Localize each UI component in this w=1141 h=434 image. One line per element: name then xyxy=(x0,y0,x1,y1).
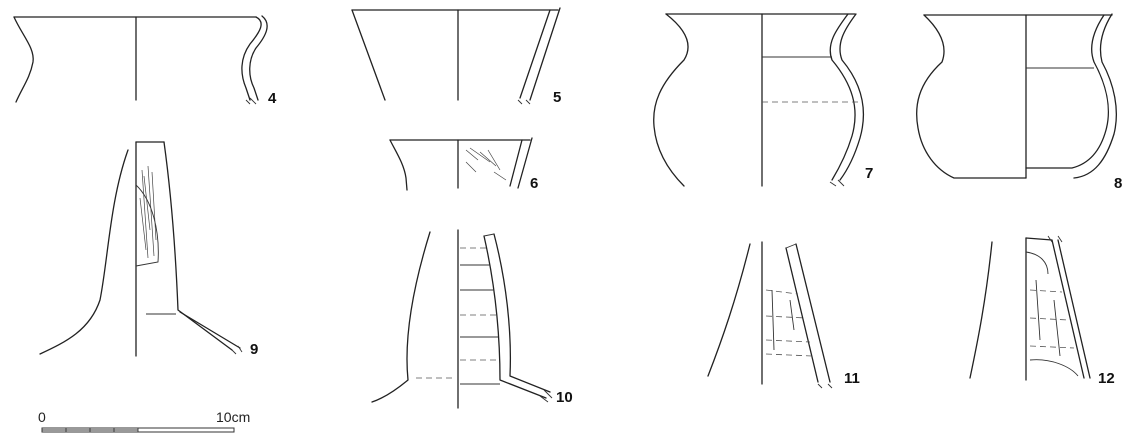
vessel-9-drawing xyxy=(39,141,243,357)
scale-bar-start-label: 0 xyxy=(38,409,46,425)
figure-label-4: 4 xyxy=(268,90,277,107)
figure-label-11: 11 xyxy=(844,370,860,387)
vessel-7-drawing xyxy=(653,13,865,187)
vessel-6-drawing xyxy=(389,137,533,191)
figure-label-7: 7 xyxy=(865,165,873,182)
scale-bar-end-label: 10cm xyxy=(216,409,250,425)
figure-label-6: 6 xyxy=(530,175,538,192)
figure-label-8: 8 xyxy=(1114,175,1122,192)
vessel-12-drawing xyxy=(969,235,1091,381)
vessel-4-drawing xyxy=(13,15,268,105)
vessel-8-drawing xyxy=(916,13,1117,179)
vessel-5-drawing xyxy=(351,7,561,105)
scale-bar xyxy=(41,427,235,433)
vessel-11-drawing xyxy=(707,241,833,389)
vessel-10-drawing xyxy=(371,229,553,409)
figure-label-5: 5 xyxy=(553,89,561,106)
figure-label-9: 9 xyxy=(250,341,258,358)
figure-label-12: 12 xyxy=(1098,370,1115,387)
figure-label-10: 10 xyxy=(556,389,573,406)
